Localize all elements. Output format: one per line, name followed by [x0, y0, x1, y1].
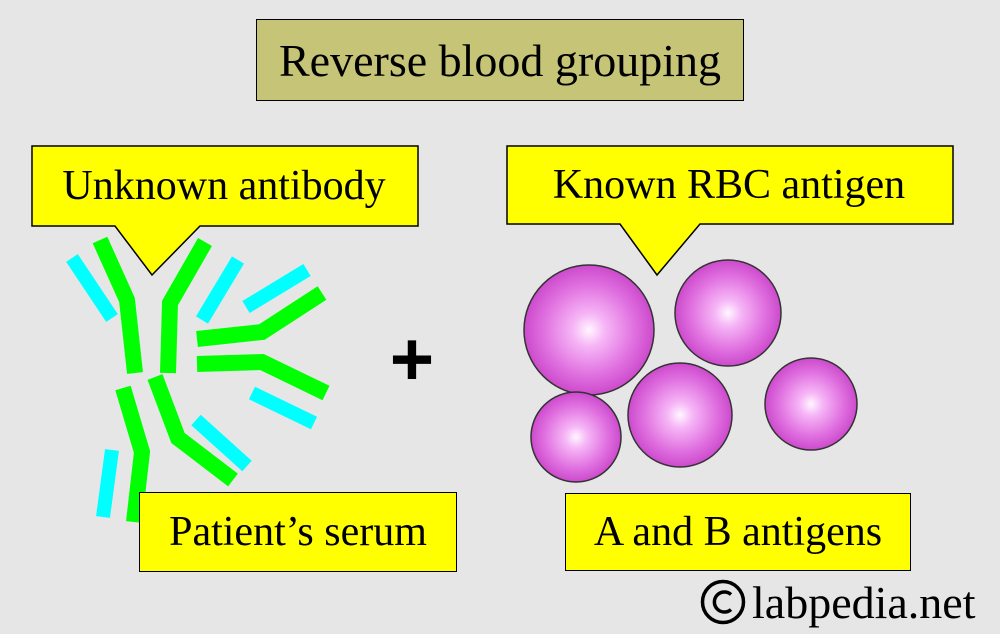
- antibody-2: [196, 264, 330, 430]
- diagram-title: Reverse blood grouping: [256, 19, 744, 101]
- watermark: labpedia.net: [700, 574, 990, 630]
- ab-antigens-label: A and B antigens: [565, 493, 911, 571]
- antibody-group: [66, 236, 330, 523]
- watermark-site: labpedia.net: [752, 576, 976, 628]
- known-antigen-callout: [506, 145, 954, 277]
- rbc-cell-5: [764, 357, 858, 451]
- patient-serum-label: Patient’s serum: [139, 492, 457, 572]
- rbc-cell-4: [530, 391, 622, 483]
- antibody-1: [66, 236, 245, 374]
- unknown-antibody-label: Unknown antibody: [62, 163, 386, 209]
- known-antigen-label: Known RBC antigen: [552, 162, 906, 208]
- antibody-3: [96, 374, 252, 523]
- unknown-antibody-callout: [31, 145, 419, 277]
- copyright-icon: [700, 579, 746, 625]
- plus-sign: +: [390, 317, 434, 402]
- rbc-group: [523, 259, 858, 483]
- rbc-cell-2: [674, 259, 782, 367]
- rbc-cell-1: [523, 264, 655, 396]
- rbc-cell-3: [627, 362, 733, 468]
